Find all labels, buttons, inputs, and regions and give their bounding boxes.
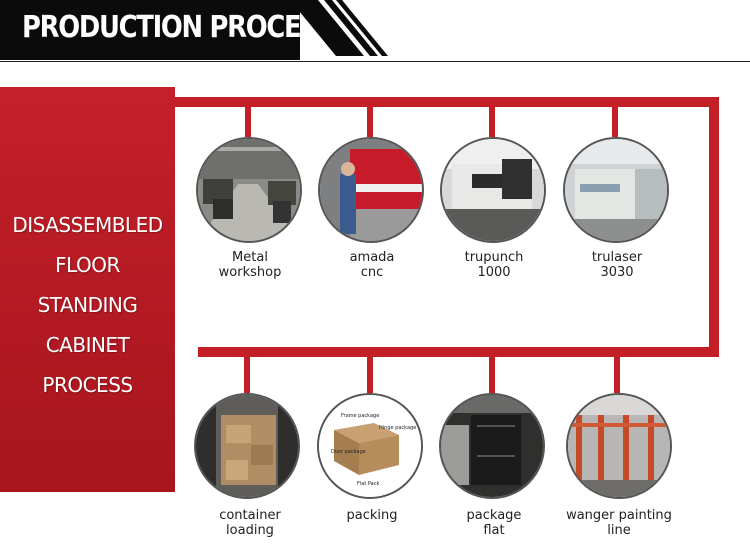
photo-package-flat [439,393,545,499]
side-line-2: FLOOR [55,253,120,277]
header-bar [0,0,300,60]
photo-packing: Frame package Hinge package Door package… [317,393,423,499]
pipe-drop-6 [367,347,373,393]
side-panel: DISASSEMBLED FLOOR STANDING CABINET PROC… [0,87,175,492]
label-packing: packing [346,508,398,523]
pipe-drop-2 [367,97,373,137]
pipe-drop-3 [489,97,495,137]
header: PRODUCTION PROCESS [0,0,750,62]
packing-door-label: Door package [331,449,366,455]
photo-trulaser [563,137,669,243]
side-line-4: CABINET [45,333,130,357]
pipe-drop-5 [244,347,250,393]
side-line-5: PROCESS [42,373,133,397]
photo-container-loading [194,393,300,499]
page-title: PRODUCTION PROCESS [22,10,335,45]
pipe-middle [198,347,719,357]
header-stripes [290,0,388,56]
pipe-drop-1 [245,97,251,137]
pipe-right [709,97,719,357]
photo-painting-line [566,393,672,499]
pipe-drop-7 [489,347,495,393]
side-line-3: STANDING [37,293,138,317]
packing-hinge-label: Hinge package [379,425,416,431]
photo-trupunch [440,137,546,243]
header-divider [0,61,750,62]
pipe-top [175,97,719,107]
photo-amada-cnc [318,137,424,243]
side-line-1: DISASSEMBLED [12,213,163,237]
packing-frame-label: Frame package [341,413,379,419]
packing-flat-label: Flat Pack [357,481,379,487]
side-panel-title: DISASSEMBLED FLOOR STANDING CABINET PROC… [0,205,175,405]
photo-metal-workshop [196,137,302,243]
pipe-drop-4 [612,97,618,137]
pipe-drop-8 [614,347,620,393]
